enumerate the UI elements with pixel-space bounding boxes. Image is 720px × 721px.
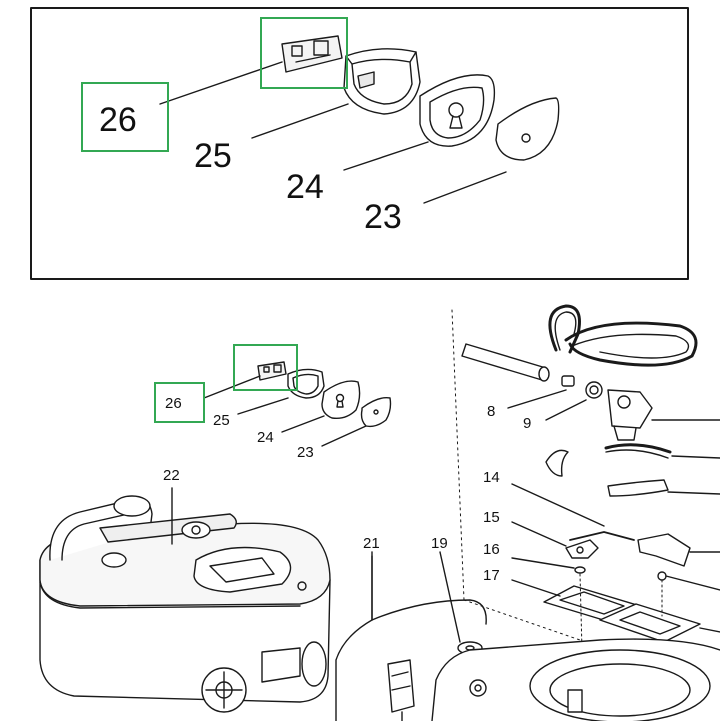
main-part-23: [360, 397, 392, 428]
main-callout-14: 14: [483, 469, 500, 486]
main-callout-9: 9: [523, 415, 532, 432]
main-leader-17: [511, 579, 561, 597]
slide-handle: [637, 533, 691, 567]
main-part-22-cassette: [39, 495, 331, 713]
main-callout-25: 25: [213, 412, 230, 429]
main-callout-22: 22: [163, 467, 180, 484]
toilet-base: [431, 638, 720, 721]
main-callout-26: 26: [165, 395, 182, 412]
main-part-24: [321, 380, 361, 420]
main-part-8-pipe: [461, 343, 550, 382]
main-leader-8: [507, 389, 567, 409]
inset-part-23: [495, 97, 560, 161]
strip-leader: [667, 491, 720, 495]
inset-leader-24: [343, 141, 429, 171]
inset-frame: [30, 7, 689, 280]
main-callout-8: 8: [487, 403, 496, 420]
main-part-14-spring: [569, 531, 635, 541]
hose-loops: [548, 304, 698, 367]
main-highlight-26: [154, 382, 205, 423]
valve-assembly: [607, 389, 653, 441]
main-callout-19: 19: [431, 535, 448, 552]
hook-part: [604, 443, 672, 459]
strip-part: [607, 479, 669, 497]
main-callout-16: 16: [483, 541, 500, 558]
main-leader-14: [511, 483, 605, 527]
inset-highlight-part-26: [260, 17, 348, 89]
main-leader-23: [321, 425, 367, 447]
inset-leader-23: [423, 171, 507, 204]
inset-callout-25: 25: [194, 137, 232, 175]
small-screw: [657, 571, 667, 581]
inset-leader-25: [251, 103, 349, 139]
inset-part-26: [281, 35, 343, 73]
main-callout-15: 15: [483, 509, 500, 526]
main-leader-16: [511, 557, 575, 569]
main-leader-25: [237, 397, 289, 415]
main-callout-21: 21: [363, 535, 380, 552]
main-callout-23: 23: [297, 444, 314, 461]
main-leader-24: [281, 415, 325, 433]
main-part-15-lever: [565, 539, 599, 559]
dashed-reference-line: [451, 309, 465, 601]
main-part-26: [257, 361, 287, 381]
small-screw-leader: [665, 575, 720, 591]
main-part-16-ring: [574, 566, 586, 574]
inset-part-25: [343, 48, 421, 115]
main-part-9-fitting: [561, 375, 603, 399]
lower-plate: [599, 603, 701, 643]
main-leader-19: [439, 551, 461, 643]
main-leader-15: [511, 521, 567, 547]
inset-callout-24: 24: [286, 168, 324, 206]
main-leader-26: [203, 375, 261, 399]
hook-leader: [671, 455, 720, 459]
main-highlight-part-26: [233, 344, 298, 391]
inset-callout-23: 23: [364, 198, 402, 236]
inset-callout-26: 26: [99, 101, 137, 139]
main-leader-9: [545, 399, 587, 421]
sensor-unit: [387, 659, 415, 721]
inset-part-24: [419, 74, 496, 147]
main-callout-17: 17: [483, 567, 500, 584]
clip-part: [545, 449, 569, 477]
inset-highlight-26: [81, 82, 169, 152]
lower-plate-leader: [699, 627, 720, 633]
main-callout-24: 24: [257, 429, 274, 446]
